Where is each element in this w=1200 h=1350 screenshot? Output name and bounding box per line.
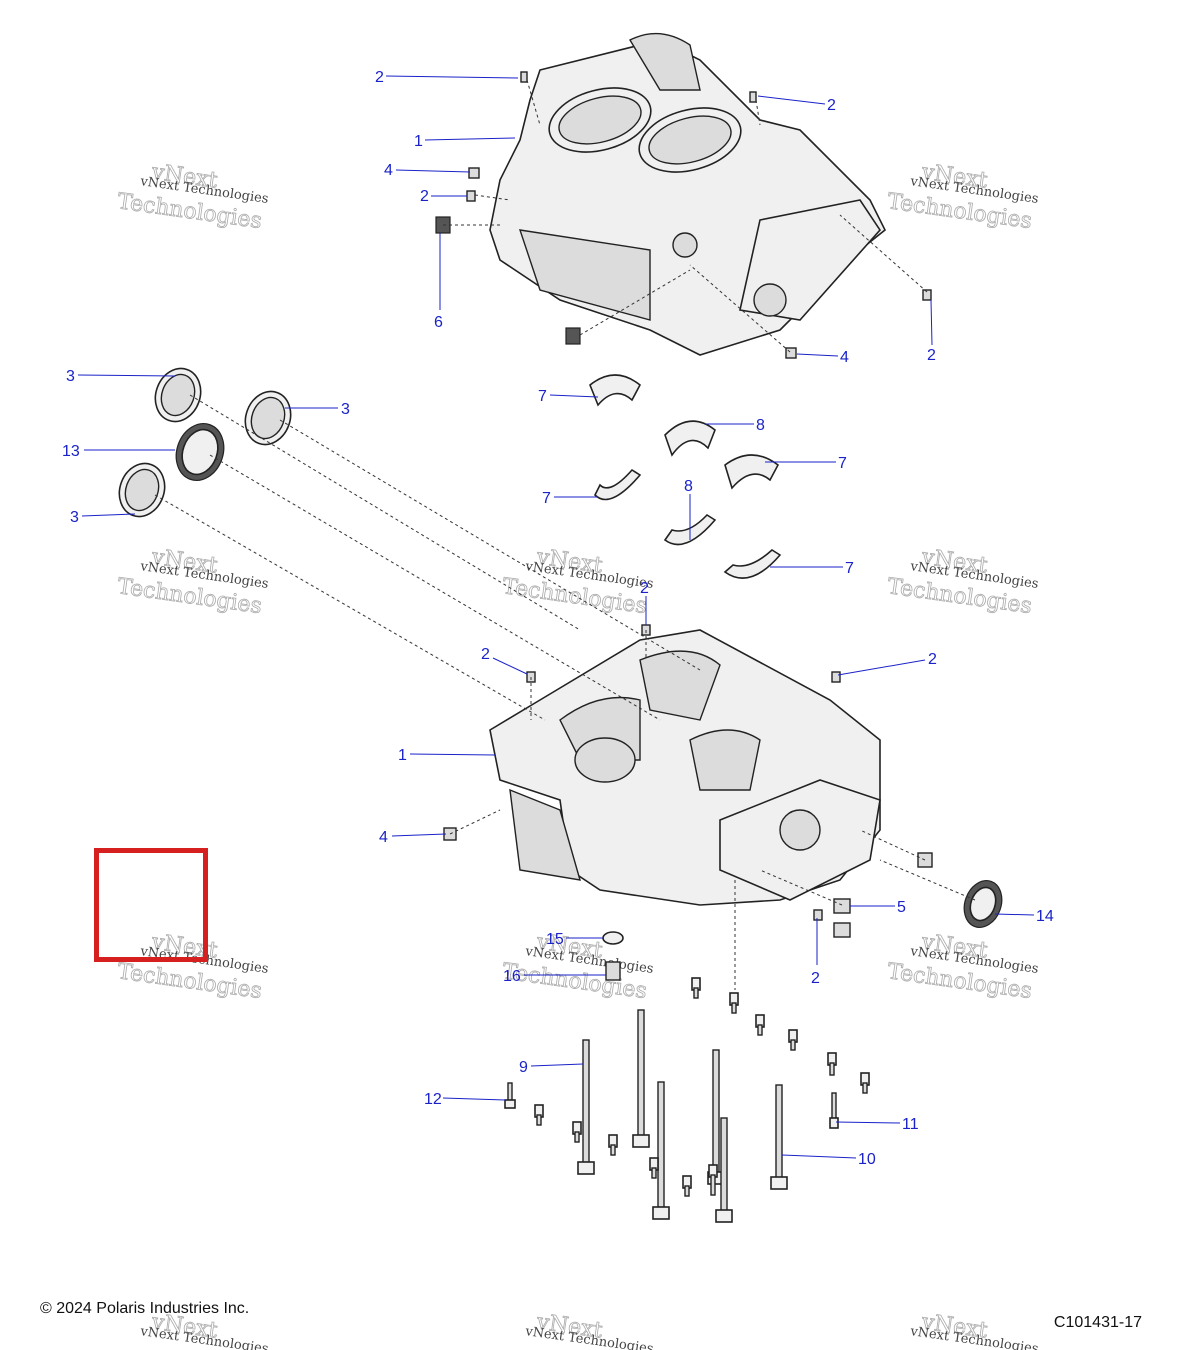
bolt-long[interactable]: [715, 1117, 733, 1223]
dowel-5[interactable]: [833, 898, 851, 914]
lower-crankcase[interactable]: [489, 629, 881, 906]
callout-label[interactable]: 11: [902, 1116, 919, 1133]
callout-label[interactable]: 7: [538, 388, 547, 405]
dowel-pin[interactable]: [520, 71, 528, 83]
bolt-11[interactable]: [829, 1092, 839, 1129]
upper-crankcase[interactable]: [489, 32, 887, 356]
dowel-pin[interactable]: [749, 91, 757, 103]
bearing-8a[interactable]: [664, 420, 716, 457]
bolt-short[interactable]: [755, 1014, 765, 1036]
bushing-6b[interactable]: [565, 327, 581, 345]
callout-label[interactable]: 5: [897, 899, 906, 916]
bolt-short[interactable]: [572, 1121, 582, 1143]
bolt-9[interactable]: [577, 1039, 595, 1175]
callout-label[interactable]: 4: [384, 162, 393, 179]
bolt-short[interactable]: [691, 977, 701, 999]
callout-label[interactable]: 3: [341, 401, 350, 418]
callout-label[interactable]: 13: [62, 443, 80, 460]
callout-label[interactable]: 4: [840, 349, 849, 366]
dowel-pin[interactable]: [466, 190, 476, 202]
bearing-7c[interactable]: [594, 468, 642, 501]
bolt-short[interactable]: [827, 1052, 837, 1076]
callout-label[interactable]: 4: [379, 829, 388, 846]
callout-label[interactable]: 6: [434, 314, 443, 331]
callouts: 2 2 1 4 2 6 4 2 3 3 13 3 7 8 7 7 8 7 2 2…: [62, 69, 1054, 1168]
callout-label[interactable]: 2: [928, 651, 937, 668]
callout-label[interactable]: 14: [1036, 908, 1054, 925]
callout-label[interactable]: 10: [858, 1151, 876, 1168]
callout-label[interactable]: 7: [542, 490, 551, 507]
alignment-lines: [154, 79, 976, 990]
callout-label[interactable]: 2: [927, 347, 936, 364]
bolt-10[interactable]: [770, 1084, 788, 1190]
callout-label[interactable]: 2: [481, 646, 490, 663]
callout-label[interactable]: 1: [398, 747, 407, 764]
bolt-12[interactable]: [504, 1082, 516, 1109]
callout-label[interactable]: 8: [756, 417, 765, 434]
washer-15[interactable]: [602, 931, 624, 945]
dowel-4[interactable]: [785, 347, 797, 359]
dowel-pin[interactable]: [831, 671, 841, 683]
callout-label[interactable]: 3: [70, 509, 79, 526]
bearing-7b[interactable]: [724, 454, 780, 490]
bearings-group: [589, 374, 782, 579]
callout-label[interactable]: 2: [811, 970, 820, 987]
dowel-pin[interactable]: [922, 289, 932, 301]
callout-label[interactable]: 2: [375, 69, 384, 86]
callout-label[interactable]: 9: [519, 1059, 528, 1076]
callout-label[interactable]: 8: [684, 478, 693, 495]
bolt-short[interactable]: [708, 1164, 718, 1196]
callout-label[interactable]: 3: [66, 368, 75, 385]
copyright-text: © 2024 Polaris Industries Inc.: [40, 1300, 250, 1317]
drain-plug-16[interactable]: [605, 961, 621, 981]
callout-label[interactable]: 2: [420, 188, 429, 205]
dowel-5b[interactable]: [833, 922, 851, 938]
bolt-short[interactable]: [649, 1157, 659, 1179]
bolt-short[interactable]: [682, 1175, 692, 1197]
callout-label[interactable]: 15: [546, 931, 564, 948]
dowel-4[interactable]: [468, 167, 480, 179]
bolt-short[interactable]: [860, 1072, 870, 1094]
callout-label[interactable]: 7: [838, 455, 847, 472]
bolts-group: [504, 977, 870, 1223]
bearing-7d[interactable]: [723, 549, 782, 579]
callout-label[interactable]: 1: [414, 133, 423, 150]
callout-label[interactable]: 16: [503, 968, 521, 985]
bolt-short[interactable]: [534, 1104, 544, 1126]
bearing-7a[interactable]: [589, 374, 642, 407]
selection-highlight-box[interactable]: [94, 848, 208, 962]
callout-label[interactable]: 2: [827, 97, 836, 114]
dowel-pin[interactable]: [813, 909, 823, 921]
figure-id: C101431-17: [1053, 1314, 1142, 1331]
bolt-short[interactable]: [788, 1029, 798, 1051]
bolt-short[interactable]: [729, 992, 739, 1014]
callout-label[interactable]: 2: [640, 580, 649, 597]
callout-label[interactable]: 7: [845, 560, 854, 577]
bolt-long[interactable]: [652, 1081, 670, 1220]
callout-label[interactable]: 12: [424, 1091, 442, 1108]
bolt-long[interactable]: [632, 1009, 650, 1148]
seals-group: [118, 367, 292, 518]
bolt-short[interactable]: [608, 1134, 618, 1156]
small-parts: [435, 71, 1003, 981]
